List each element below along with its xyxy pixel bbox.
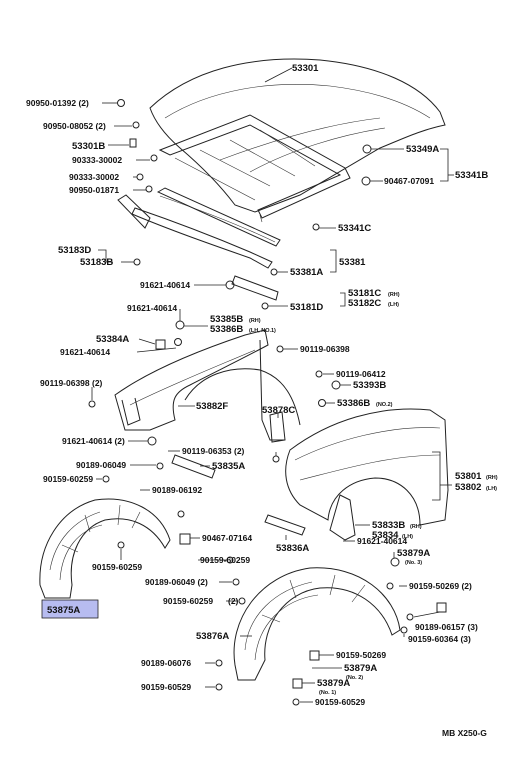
label-53876a[interactable]: 53876A (196, 631, 229, 642)
label-90159-60259-a[interactable]: 90159-60259 (43, 474, 93, 484)
label-91621-40614-a[interactable]: 91621-40614 (140, 280, 190, 290)
label-53385b-sub: (RH) (249, 318, 261, 324)
part-labels: 53301 90950-01392 (2) 90950-08052 (2) 53… (26, 63, 498, 738)
label-53833b[interactable]: 53833B (372, 520, 405, 531)
label-53836a[interactable]: 53836A (276, 543, 309, 554)
label-53381a[interactable]: 53381A (290, 267, 323, 278)
label-53834[interactable]: 53834 (372, 530, 399, 541)
label-53349a[interactable]: 53349A (406, 144, 439, 155)
leader-lines (91, 67, 454, 703)
label-53386b-sub: (LH, NO.1) (249, 328, 276, 334)
label-53386b-2[interactable]: 53386B (337, 398, 370, 409)
label-91621-40614-d[interactable]: 91621-40614 (2) (62, 436, 125, 446)
label-53835a[interactable]: 53835A (212, 461, 245, 472)
label-90159-60364[interactable]: 90159-60364 (3) (408, 634, 471, 644)
label-90467-07164[interactable]: 90467-07164 (202, 533, 252, 543)
label-90159-50269-b[interactable]: 90159-50269 (336, 650, 386, 660)
label-53301b[interactable]: 53301B (72, 141, 105, 152)
label-53182c[interactable]: 53182C (348, 298, 381, 309)
label-53879a-mid-sub: (No. 2) (346, 675, 363, 681)
fender-right-drawing (285, 408, 449, 526)
label-90189-06049-b[interactable]: 90189-06049 (2) (145, 577, 208, 587)
label-91621-40614-b[interactable]: 91621-40614 (127, 303, 177, 313)
label-53875a[interactable]: 53875A (47, 605, 80, 616)
label-53879a-mid[interactable]: 53879A (344, 663, 377, 674)
fastener-glyphs (88, 99, 447, 706)
label-53393b[interactable]: 53393B (353, 380, 386, 391)
label-90119-06398-b[interactable]: 90119-06398 (2) (40, 378, 103, 388)
label-53181c-sub: (RH) (388, 292, 400, 298)
label-53879a-bot-sub: (No. 1) (319, 690, 336, 696)
hinge-drawing (117, 187, 281, 269)
label-53341c[interactable]: 53341C (338, 223, 371, 234)
label-90189-06157[interactable]: 90189-06157 (3) (415, 622, 478, 632)
bracket-53835a-drawing (171, 454, 216, 479)
label-53879a-top[interactable]: 53879A (397, 548, 430, 559)
label-90159-60259-c[interactable]: 90159-60259 (200, 555, 250, 565)
bracket-53833b-drawing (329, 494, 356, 541)
label-53181d[interactable]: 53181D (290, 302, 323, 313)
bracket-53836a-drawing (264, 514, 306, 536)
label-90950-01871[interactable]: 90950-01871 (69, 185, 119, 195)
liner-53876a-drawing (233, 567, 401, 681)
label-53385b[interactable]: 53385B (210, 314, 243, 325)
label-90950-08052[interactable]: 90950-08052 (2) (43, 121, 106, 131)
label-53833b-sub: (RH) (410, 524, 422, 530)
label-90159-60259-d-qty: (2) (228, 596, 239, 606)
diagram-code: MB X250-G (442, 728, 487, 738)
label-90333-30002-b[interactable]: 90333-30002 (69, 172, 119, 182)
label-53802[interactable]: 53802 (455, 482, 481, 493)
label-90333-30002-a[interactable]: 90333-30002 (72, 155, 122, 165)
label-53386b[interactable]: 53386B (210, 324, 243, 335)
label-90189-06192[interactable]: 90189-06192 (152, 485, 202, 495)
label-53879a-top-sub: (No. 3) (405, 560, 422, 566)
label-90119-06398-a[interactable]: 90119-06398 (300, 344, 350, 354)
label-90950-01392[interactable]: 90950-01392 (2) (26, 98, 89, 108)
hood-frame-drawing (158, 114, 351, 223)
label-90159-60529-a[interactable]: 90159-60529 (141, 682, 191, 692)
liner-53875a-drawing (39, 498, 171, 599)
label-53801[interactable]: 53801 (455, 471, 482, 482)
highlight-box (41, 599, 99, 619)
label-90159-50269-a[interactable]: 90159-50269 (2) (409, 581, 472, 591)
label-53181c[interactable]: 53181C (348, 288, 381, 299)
label-53882f[interactable]: 53882F (196, 401, 228, 412)
label-91621-40614-c[interactable]: 91621-40614 (60, 347, 110, 357)
label-53801-sub: (RH) (486, 475, 498, 481)
hood-drawing (149, 58, 446, 213)
label-53386b-2-sub: (NO.2) (376, 402, 393, 408)
fender-left-drawing (114, 329, 301, 441)
label-90159-60259-b[interactable]: 90159-60259 (92, 562, 142, 572)
label-90467-07091[interactable]: 90467-07091 (384, 176, 434, 186)
label-53834-sub: (LH) (402, 534, 413, 540)
label-91621-40614-e[interactable]: 91621-40614 (357, 536, 407, 546)
label-90119-06412[interactable]: 90119-06412 (336, 369, 386, 379)
label-53301[interactable]: 53301 (292, 63, 319, 74)
label-53802-sub: (LH) (486, 486, 497, 492)
label-53879a-bot[interactable]: 53879A (317, 678, 350, 689)
label-53384a[interactable]: 53384A (96, 334, 129, 345)
label-90159-60529-b[interactable]: 90159-60529 (315, 697, 365, 707)
label-90119-06353[interactable]: 90119-06353 (2) (182, 446, 245, 456)
label-90189-06076[interactable]: 90189-06076 (141, 658, 191, 668)
label-53183d[interactable]: 53183D (58, 245, 91, 256)
label-53183b[interactable]: 53183B (80, 257, 113, 268)
bracket-53878c-drawing (269, 411, 286, 443)
label-53182c-sub: (LH) (388, 302, 399, 308)
label-53381[interactable]: 53381 (339, 257, 366, 268)
label-53341b[interactable]: 53341B (455, 170, 488, 181)
label-53878c[interactable]: 53878C (262, 405, 295, 416)
label-90159-60259-d[interactable]: 90159-60259 (163, 596, 213, 606)
seal-bracket-drawing (231, 275, 279, 301)
label-90189-06049-a[interactable]: 90189-06049 (76, 460, 126, 470)
